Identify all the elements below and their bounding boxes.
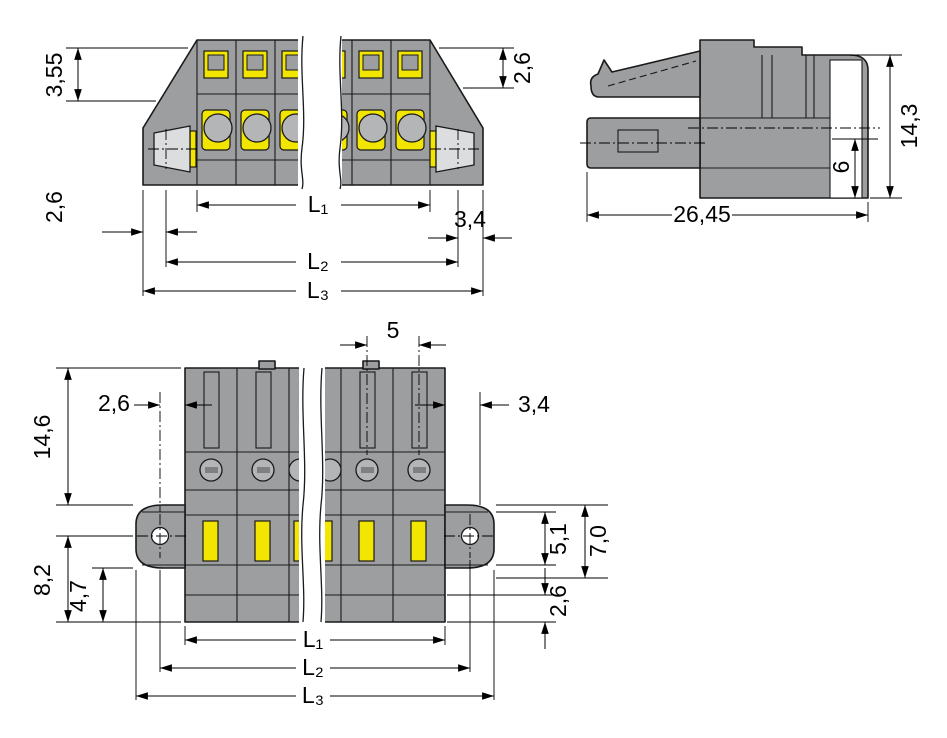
dim-l1-label: L₁ xyxy=(303,626,324,652)
dim-2-6-right-label: 2,6 xyxy=(545,585,571,617)
front-view-top: 3,55 2,6 2,6 3,4 L₁ L₂ L₃ xyxy=(41,34,535,303)
dim-l2-label: L₂ xyxy=(302,654,324,680)
dim-8-2-label: 8,2 xyxy=(29,564,55,596)
locking-lever xyxy=(589,50,701,98)
dim-2-6-left-label: 2,6 xyxy=(41,191,67,223)
dim-2-6-right-label: 2,6 xyxy=(509,52,535,84)
dim-3-55-label: 3,55 xyxy=(41,53,67,98)
dim-26-45-label: 26,45 xyxy=(673,201,731,227)
dim-l3-label: L₃ xyxy=(302,682,324,708)
dim-14-3-label: 14,3 xyxy=(896,104,922,149)
dim-l2-label: L₂ xyxy=(307,248,329,274)
front-view-bottom: 5 2,6 3,4 14,6 8,2 4,7 5,1 7,0 2,6 L₁ L₂… xyxy=(29,317,611,708)
break-line xyxy=(301,367,324,623)
dim-l1-label: L₁ xyxy=(308,191,329,217)
dim-5-label: 5 xyxy=(387,317,400,343)
connector-body-side xyxy=(699,39,869,199)
dim-l3-label: L₃ xyxy=(307,277,329,303)
dim-7-0-label: 7,0 xyxy=(585,525,611,557)
side-view: 14,3 6 26,45 xyxy=(580,39,922,227)
break-line xyxy=(300,35,305,190)
break-line xyxy=(338,35,343,190)
dim-3-4-top-right-label: 3,4 xyxy=(518,391,550,417)
contact-cavity xyxy=(829,59,863,199)
dim-14-6-label: 14,6 xyxy=(29,415,55,460)
dim-3-4-label: 3,4 xyxy=(454,206,486,232)
dim-6-label: 6 xyxy=(828,161,854,174)
dim-5-1-label: 5,1 xyxy=(545,523,571,555)
dim-2-6-top-left-label: 2,6 xyxy=(98,390,130,416)
dim-4-7-label: 4,7 xyxy=(65,580,91,612)
